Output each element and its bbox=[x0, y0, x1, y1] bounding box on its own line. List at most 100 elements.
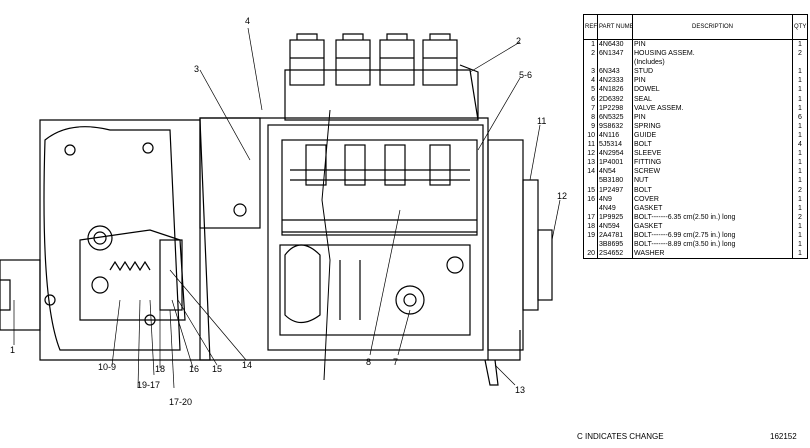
cell-part: 1P2298 bbox=[597, 103, 633, 113]
cell-part: 2A4781 bbox=[597, 230, 633, 241]
cell-desc: (Includes) bbox=[632, 58, 793, 68]
callout-19-17: 19-17 bbox=[137, 380, 160, 390]
cell-ref: 13 bbox=[583, 158, 598, 168]
spring bbox=[109, 260, 151, 272]
cell-desc: HOUSING ASSEM. bbox=[632, 49, 793, 59]
cell-desc: SEAL bbox=[632, 94, 793, 104]
upper-housing bbox=[284, 69, 479, 121]
cell-qty: 1 bbox=[792, 167, 808, 177]
cell-part: 6N5325 bbox=[597, 112, 633, 122]
cell-part: 4N2333 bbox=[597, 76, 633, 86]
cell-part: 9S8632 bbox=[597, 121, 633, 131]
callout-8: 8 bbox=[366, 357, 371, 367]
cell-qty bbox=[792, 58, 808, 68]
cell-ref: C8 bbox=[583, 112, 598, 122]
cell-part: 5J5314 bbox=[597, 140, 633, 150]
cell-desc: BOLT-------6.99 cm(2.75 in.) long bbox=[632, 230, 793, 241]
left-adapter bbox=[0, 259, 41, 331]
nozzle-fittings bbox=[289, 33, 458, 86]
cell-part: 4N1826 bbox=[597, 85, 633, 95]
cell-desc: FITTING bbox=[632, 158, 793, 168]
cell-qty: 4 bbox=[792, 140, 808, 150]
header-part: PART NUMBER bbox=[597, 14, 633, 40]
table-row: (Includes) bbox=[583, 58, 808, 68]
cell-qty: 1 bbox=[792, 67, 808, 77]
parts-list: REF NO PART NUMBER DESCRIPTION QTY 14N64… bbox=[583, 14, 808, 260]
cell-ref: 15 bbox=[583, 185, 598, 195]
cell-qty: 1 bbox=[792, 85, 808, 95]
cell-part: 6N1347 bbox=[597, 49, 633, 59]
table-row: C26N1347HOUSING ASSEM.2 bbox=[583, 49, 808, 59]
cell-desc: WASHER bbox=[632, 249, 793, 260]
callout-18: 18 bbox=[155, 364, 165, 374]
cell-ref: C2 bbox=[583, 49, 598, 59]
cell-qty: 1 bbox=[792, 39, 808, 50]
cell-qty: 1 bbox=[792, 149, 808, 159]
cell-qty: 1 bbox=[792, 176, 808, 186]
cell-ref: 19 bbox=[583, 230, 598, 241]
cell-ref: 20 bbox=[583, 249, 598, 260]
cell-desc: BOLT-------8.89 cm(3.50 in.) long bbox=[632, 240, 793, 250]
fuel-pump-diagram: 4 3 2 5-6 11 12 13 1 7 8 14 15 16 17-20 … bbox=[0, 16, 567, 407]
cell-ref bbox=[583, 176, 598, 186]
cell-ref: 9 bbox=[583, 121, 598, 131]
change-note: C INDICATES CHANGE bbox=[577, 432, 664, 441]
cell-qty: 1 bbox=[792, 158, 808, 168]
cell-ref bbox=[583, 58, 598, 68]
callout-3: 3 bbox=[194, 64, 199, 74]
cell-ref: 18 bbox=[583, 221, 598, 231]
table-row: C171P9925BOLT-------6.35 cm(2.50 in.) lo… bbox=[583, 212, 808, 222]
cell-part: 3B8695 bbox=[597, 240, 633, 250]
cell-desc: NUT bbox=[632, 176, 793, 186]
cell-qty: 2 bbox=[792, 212, 808, 222]
cell-part: 4N6430 bbox=[597, 39, 633, 50]
cell-qty: 1 bbox=[792, 240, 808, 250]
cell-part: 4N116 bbox=[597, 130, 633, 141]
cell-qty: 6 bbox=[792, 112, 808, 122]
cell-ref bbox=[583, 240, 598, 250]
main-housing bbox=[199, 117, 489, 361]
cell-ref: 1 bbox=[583, 39, 598, 50]
header-ref: REF NO bbox=[583, 14, 598, 40]
inspection-window bbox=[281, 139, 478, 236]
cell-ref: 6 bbox=[583, 94, 598, 104]
fitting bbox=[484, 359, 499, 386]
cell-desc: PIN bbox=[632, 76, 793, 86]
callout-11: 11 bbox=[537, 116, 546, 126]
cell-part: 1P9925 bbox=[597, 212, 633, 222]
table-row: C44N2333PIN1 bbox=[583, 76, 808, 86]
cell-part: 4N9 bbox=[597, 194, 633, 204]
cell-ref: 5 bbox=[583, 85, 598, 95]
cell-ref: 11 bbox=[583, 140, 598, 150]
cell-ref: 14 bbox=[583, 167, 598, 177]
cell-qty: 1 bbox=[792, 94, 808, 104]
cell-ref: C4 bbox=[583, 76, 598, 86]
cell-ref: 12 bbox=[583, 149, 598, 159]
table-row: C86N5325PIN6 bbox=[583, 112, 808, 122]
parts-table: REF NO PART NUMBER DESCRIPTION QTY 14N64… bbox=[583, 14, 808, 260]
cell-part: 1P2497 bbox=[597, 185, 633, 195]
header-desc: DESCRIPTION bbox=[632, 14, 793, 40]
cell-desc: GASKET bbox=[632, 203, 793, 213]
cell-part bbox=[597, 58, 633, 68]
cell-qty: 1 bbox=[792, 130, 808, 141]
cell-desc: COVER bbox=[632, 194, 793, 204]
callout-4: 4 bbox=[245, 16, 250, 26]
cell-desc: BOLT bbox=[632, 140, 793, 150]
right-housing bbox=[487, 139, 524, 351]
cell-desc: GASKET bbox=[632, 221, 793, 231]
